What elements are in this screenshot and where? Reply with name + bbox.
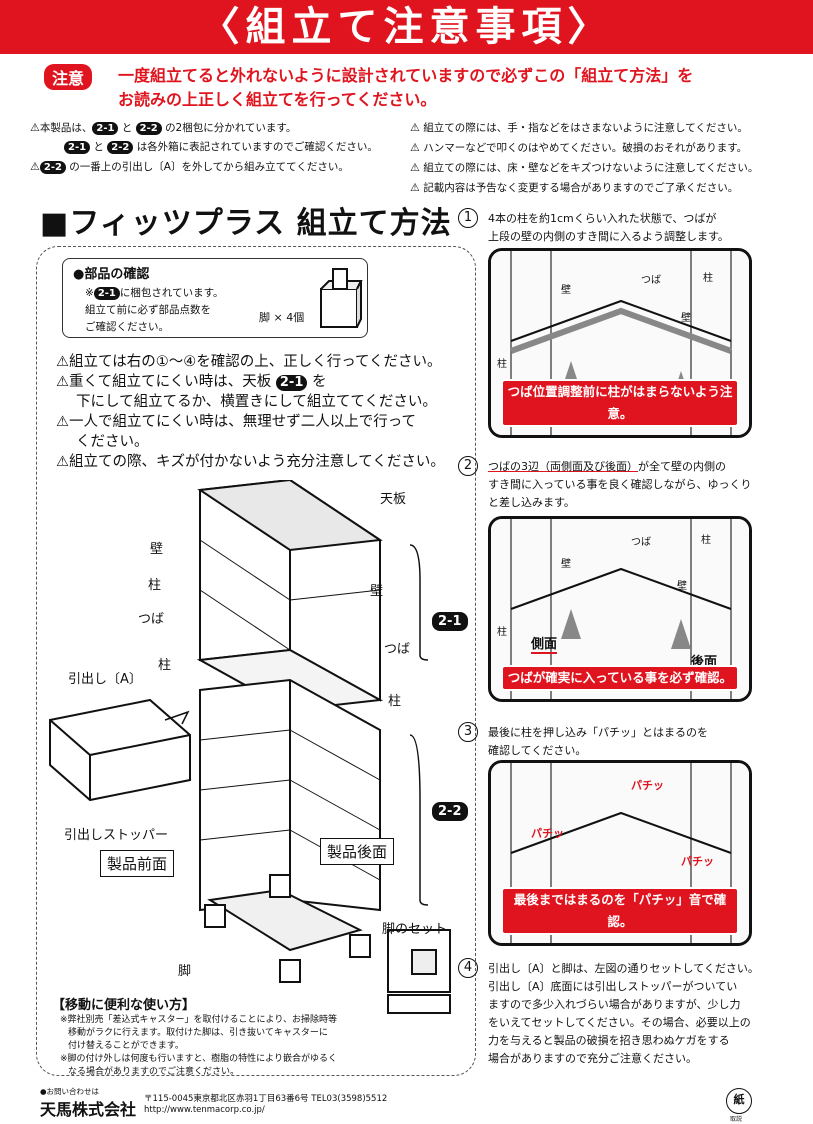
move-title: 【移動に便利な使い方】 [52,998,196,1013]
step-3-photo: パチッ パチッ パチッ 最後まではまるのを「パチッ」音で確認。 [488,760,752,946]
warnings-right: ⚠ 組立ての際には、手・指などをはさまないように注意してください。 ⚠ ハンマー… [410,118,800,198]
leg-count: 脚 × 4個 [259,311,305,324]
notice-line-2: お読みの上正しく組立てを行ってください。 [118,90,437,109]
photo-label: 柱 [701,535,711,546]
photo-label-pachi: パチッ [681,855,714,868]
label-wall: 壁 [150,542,164,557]
parts-title: ●部品の確認 [73,267,150,282]
inquire-label: ●お問い合わせは [40,1087,100,1096]
front-label: 製品前面 [100,850,175,877]
step-number: 2 [458,456,478,476]
leg-part-icon [320,268,363,328]
warning-item: ⚠本製品は、2-1 と 2-2 の2梱包に分かれています。 [30,121,297,135]
step-1-photo: つば 柱 壁 壁 柱 つば位置調整前に柱がはまらないよう注意。 [488,248,752,438]
photo-label: 柱 [703,273,713,284]
recycle-sub-label: 取説 [730,1116,743,1123]
lower-unit [199,678,381,952]
label-tsuba: つば [138,612,165,627]
label-leg-set: 脚のセット [382,922,448,937]
caution-item: ⚠組立ての際、キズが付かないよう充分注意してください。 [56,454,445,470]
notice-badge: 注意 [44,64,93,90]
label-pillar-3: 柱 [388,694,402,709]
warning-icon: ⚠ [30,160,40,173]
photo-label: 柱 [497,359,507,370]
warning-item: ⚠ 記載内容は予告なく変更する場合がありますのでご了承ください。 [410,181,739,194]
warnings-left: ⚠本製品は、2-1 と 2-2 の2梱包に分かれています。 2-1 と 2-2 … [30,118,410,177]
warning-item: ⚠ 組立ての際には、床・壁などをキズつけないように注意してください。 [410,161,759,174]
warning-icon: ⚠ [410,161,420,174]
drawer-illustration [49,698,191,802]
photo-label: つば [641,275,661,286]
label-tsuba-2: つば [384,642,411,657]
step-text: 引出し〔A〕と脚は、左図の通りセットしてください。 引出し〔A〕底面には引出しス… [488,962,759,1065]
warning-icon: ⚠ [30,121,40,134]
warning-icon: ⚠ [410,121,420,134]
warning-item: 2-1 と 2-2 は各外箱に表記されていますのでご確認ください。 [30,138,410,157]
assembly-title: ■フィッツプラス 組立て方法 [40,206,452,241]
company-name: 天馬株式会社 [40,1100,137,1119]
caution-item: ⚠一人で組立てにくい時は、無理せず二人以上で行って [56,414,416,430]
caution-item: ⚠組立ては右の①〜④を確認の上、正しく行ってください。 [56,354,442,370]
caution-item: ⚠重くて組立てにくい時は、天板 2-1 を [56,374,327,391]
assembly-illustration [49,480,451,1014]
warning-icon: ⚠ [56,354,69,370]
legs-illustration [204,874,371,983]
page-banner: 〈組立て注意事項〉 [0,0,813,54]
upper-unit [196,480,384,712]
step-number: 1 [458,208,478,228]
assembly-cautions: ⚠組立ては右の①〜④を確認の上、正しく行ってください。 ⚠重くて組立てにくい時は… [56,352,476,472]
photo-label: 壁 [561,559,571,570]
label-legs: 脚 [178,964,192,979]
warning-item: ⚠ ハンマーなどで叩くのはやめてください。破損のおそれがあります。 [410,141,748,154]
step-text: 最後に柱を押し込み「パチッ」とはまるのを 確認してください。 [488,726,708,757]
step-2-photo: つば 柱 壁 壁 柱 側面 後面 つばが確実に入っている事を必ず確認。 [488,516,752,702]
label-pillar-2: 柱 [158,658,172,673]
step-number: 4 [458,958,478,978]
label-pillar: 柱 [148,578,162,593]
move-text: ※弊社別売「差込式キャスター」を取付けることにより、お掃除時等 移動がラクに行え… [60,1015,338,1077]
company-address: 〒115-0045東京都北区赤羽1丁目63番6号 TEL03(3598)5512… [144,1094,388,1115]
label-tenban: 天板 [380,492,407,507]
step-number: 3 [458,722,478,742]
warning-icon: ⚠ [56,374,69,390]
left-panel [36,246,476,1076]
warning-icon: ⚠ [410,141,420,154]
photo-label: 壁 [561,285,571,296]
step-3-caption: 最後まではまるのを「パチッ」音で確認。 [501,887,739,935]
label-wall-2: 壁 [370,584,384,599]
step-text: 4本の柱を約1cmくらい入れた状態で、つばが 上段の壁の内側のすき間に入るよう調… [488,212,729,243]
label-drawer-a: 引出し〔A〕 [68,672,142,687]
notice-line-1: 一度組立てると外れないように設計されていますので必ずこの「組立て方法」を [118,66,694,85]
photo-label: 柱 [497,627,507,638]
photo-label-pachi: パチッ [531,827,564,840]
notice-text: 一度組立てると外れないように設計されていますので必ずこの「組立て方法」を お読み… [118,64,788,112]
warning-icon: ⚠ [56,414,69,430]
unit-tag-2-2: 2-2 [432,802,468,821]
step-2-caption: つばが確実に入っている事を必ず確認。 [501,665,739,691]
photo-label: 壁 [681,313,691,324]
warning-icon: ⚠ [56,454,69,470]
step-1-caption: つば位置調整前に柱がはまらないよう注意。 [501,379,739,427]
photo-label: つば [631,537,651,548]
warning-icon: ⚠ [410,181,420,194]
warning-item: ⚠2-2 の一番上の引出し〔A〕を外してから組み立ててください。 [30,160,349,174]
warning-item: ⚠ 組立ての際には、手・指などをはさまないように注意してください。 [410,121,748,134]
label-drawer-stopper: 引出しストッパー [64,828,169,843]
paper-recycle-icon: 紙 [726,1088,752,1114]
photo-label: 壁 [677,581,687,592]
back-label: 製品後面 [320,838,395,865]
photo-label-side: 側面 [531,633,558,654]
step-text: つばの3辺（両側面及び後面）が全て壁の内側の すき間に入っている事を良く確認しな… [488,460,752,509]
leg-set-inset [387,929,451,1014]
photo-label-pachi: パチッ [631,779,664,792]
unit-tag-2-1: 2-1 [432,612,468,631]
